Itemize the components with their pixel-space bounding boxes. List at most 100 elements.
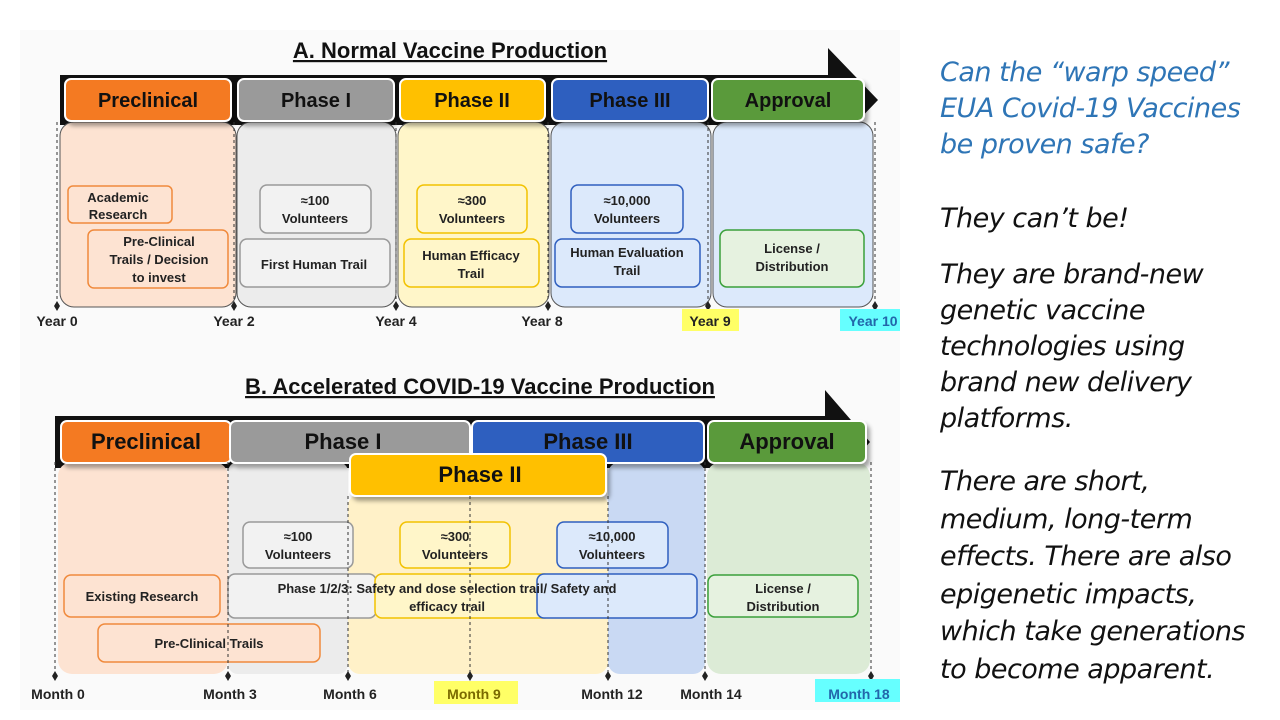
- p2-line-2: genetic vaccine: [940, 295, 1145, 326]
- a-academic-research-box: [67, 185, 173, 224]
- p3-line-6: to become apparent.: [940, 653, 1215, 685]
- a-tick-year9: Year 9: [689, 313, 730, 329]
- p2-line-3: technologies using: [940, 331, 1185, 362]
- a-stage-approval-pill: [711, 78, 865, 122]
- a-stage-phase3: Phase III: [589, 90, 670, 112]
- a-vol300-box: [416, 184, 528, 234]
- b-stage-phase2-pill: [349, 453, 607, 497]
- p3-line-5: which take generations: [940, 616, 1246, 647]
- a-academic-line2: Research: [89, 207, 148, 222]
- a-academic-line1: Academic: [87, 190, 148, 205]
- a-license-box: [719, 229, 865, 288]
- a-efficacy-line2: Trail: [458, 266, 485, 281]
- a-preclinical-line2: Trails / Decision: [110, 252, 209, 267]
- a-stage-preclinical: Preclinical: [98, 90, 198, 112]
- a-preclinical-line3: to invest: [132, 270, 186, 285]
- b-combined-box-blue: [536, 573, 698, 619]
- timeline-diagram: A. Normal Vaccine Production Preclinical…: [31, 38, 905, 704]
- question-line-2: EUA Covid-19 Vaccines: [940, 93, 1241, 124]
- a-evaluation-line2: Trail: [614, 263, 641, 278]
- b-month9-highlight: [434, 681, 518, 704]
- b-stage-phase1: Phase I: [304, 429, 381, 454]
- a-stage-phase2: Phase II: [434, 90, 510, 112]
- b-tick-month14: Month 14: [680, 686, 742, 702]
- vaccine-timeline-figure: A. Normal Vaccine Production Preclinical…: [20, 30, 905, 710]
- a-first-human-box: [239, 238, 391, 288]
- answer-text: They can’t be!: [940, 201, 1270, 237]
- a-vol300-line2: Volunteers: [439, 211, 505, 226]
- b-tick-markers: [52, 671, 874, 681]
- a-stage-phase1: Phase I: [281, 90, 351, 112]
- panel-b-title: B. Accelerated COVID-19 Vaccine Producti…: [245, 374, 715, 399]
- b-vol300-box: [399, 521, 511, 569]
- a-stage-approval: Approval: [745, 90, 832, 112]
- a-tick-year8: Year 8: [521, 313, 562, 329]
- a-preclinical-trails-box: [87, 229, 229, 289]
- answer-line-1: They can’t be!: [940, 203, 1129, 234]
- a-vol10000-line1: ≈10,000: [604, 193, 651, 208]
- paragraph-technologies: They are brand-new genetic vaccine techn…: [940, 257, 1270, 437]
- a-license-line2: Distribution: [756, 259, 829, 274]
- b-col-approval: [707, 462, 870, 674]
- a-efficacy-box: [403, 238, 540, 288]
- p3-line-1: There are short,: [940, 466, 1150, 497]
- a-year9-highlight: [682, 309, 739, 331]
- b-tick-month18: Month 18: [828, 686, 890, 702]
- b-vol100-box: [242, 521, 354, 569]
- a-stage-phase1-pill: [237, 78, 395, 122]
- b-month18-highlight: [815, 679, 905, 702]
- a-stage-phase2-pill: [399, 78, 546, 122]
- b-stage-preclinical: Preclinical: [91, 429, 201, 454]
- a-first-human-text: First Human Trail: [261, 257, 367, 272]
- b-vol10000-line1: ≈10,000: [589, 529, 636, 544]
- question-text: Can the “warp speed” EUA Covid-19 Vaccin…: [940, 55, 1270, 163]
- b-license-line2: Distribution: [747, 599, 820, 614]
- a-vol300-line1: ≈300: [458, 193, 487, 208]
- a-vol10000-box: [570, 184, 684, 234]
- b-combined-line2: efficacy trail: [409, 599, 485, 614]
- a-vol100-line1: ≈100: [301, 193, 330, 208]
- b-vol300-line2: Volunteers: [422, 547, 488, 562]
- b-tick-month0: Month 0: [31, 686, 85, 702]
- p3-line-2: medium, long-term: [940, 503, 1193, 535]
- a-efficacy-line1: Human Efficacy: [422, 248, 520, 263]
- b-stage-phase3: Phase III: [543, 429, 632, 454]
- a-license-line1: License /: [764, 241, 820, 256]
- b-vol100-line1: ≈100: [284, 529, 313, 544]
- a-stage-preclinical-pill: [64, 78, 232, 122]
- b-tick-month6: Month 6: [323, 686, 377, 702]
- b-stage-phase2: Phase II: [438, 462, 521, 487]
- b-vol100-line2: Volunteers: [265, 547, 331, 562]
- question-line-3: be proven safe?: [940, 129, 1149, 160]
- b-license-box: [707, 574, 859, 618]
- a-year10-highlight: [840, 309, 905, 331]
- a-stage-phase3-pill: [551, 78, 709, 122]
- p3-line-3: effects. There are also: [940, 541, 1232, 572]
- paragraph-effects: There are short, medium, long-term effec…: [940, 463, 1270, 688]
- a-tick-year0: Year 0: [36, 313, 77, 329]
- a-vol10000-line2: Volunteers: [594, 211, 660, 226]
- b-license-line1: License /: [755, 581, 811, 596]
- a-tick-markers: [54, 301, 878, 311]
- b-vol10000-box: [556, 521, 669, 569]
- a-tick-year4: Year 4: [375, 313, 416, 329]
- p3-line-4: epigenetic impacts,: [940, 578, 1197, 610]
- a-tick-lines: [56, 122, 876, 305]
- a-vol100-box: [259, 184, 372, 234]
- b-combined-line1: Phase 1/2/3: Safety and dose selection t…: [278, 581, 617, 596]
- b-tick-month3: Month 3: [203, 686, 257, 702]
- a-evaluation-line1: Human Evaluation: [570, 245, 683, 260]
- b-preclinical-trails-box: [97, 623, 321, 663]
- b-tick-month12: Month 12: [581, 686, 643, 702]
- a-evaluation-box: [554, 238, 701, 288]
- b-vol10000-line2: Volunteers: [579, 547, 645, 562]
- p2-line-4: brand new delivery: [940, 367, 1192, 398]
- panel-a-title: A. Normal Vaccine Production: [293, 38, 607, 63]
- b-stage-approval: Approval: [739, 429, 834, 454]
- b-preclinical-trails-text: Pre-Clinical Trails: [154, 636, 263, 651]
- b-existing-research-box: [63, 574, 221, 618]
- b-existing-research-text: Existing Research: [86, 589, 199, 604]
- question-line-1: Can the “warp speed”: [940, 57, 1229, 88]
- b-vol300-line1: ≈300: [441, 529, 470, 544]
- a-tick-year10: Year 10: [848, 313, 897, 329]
